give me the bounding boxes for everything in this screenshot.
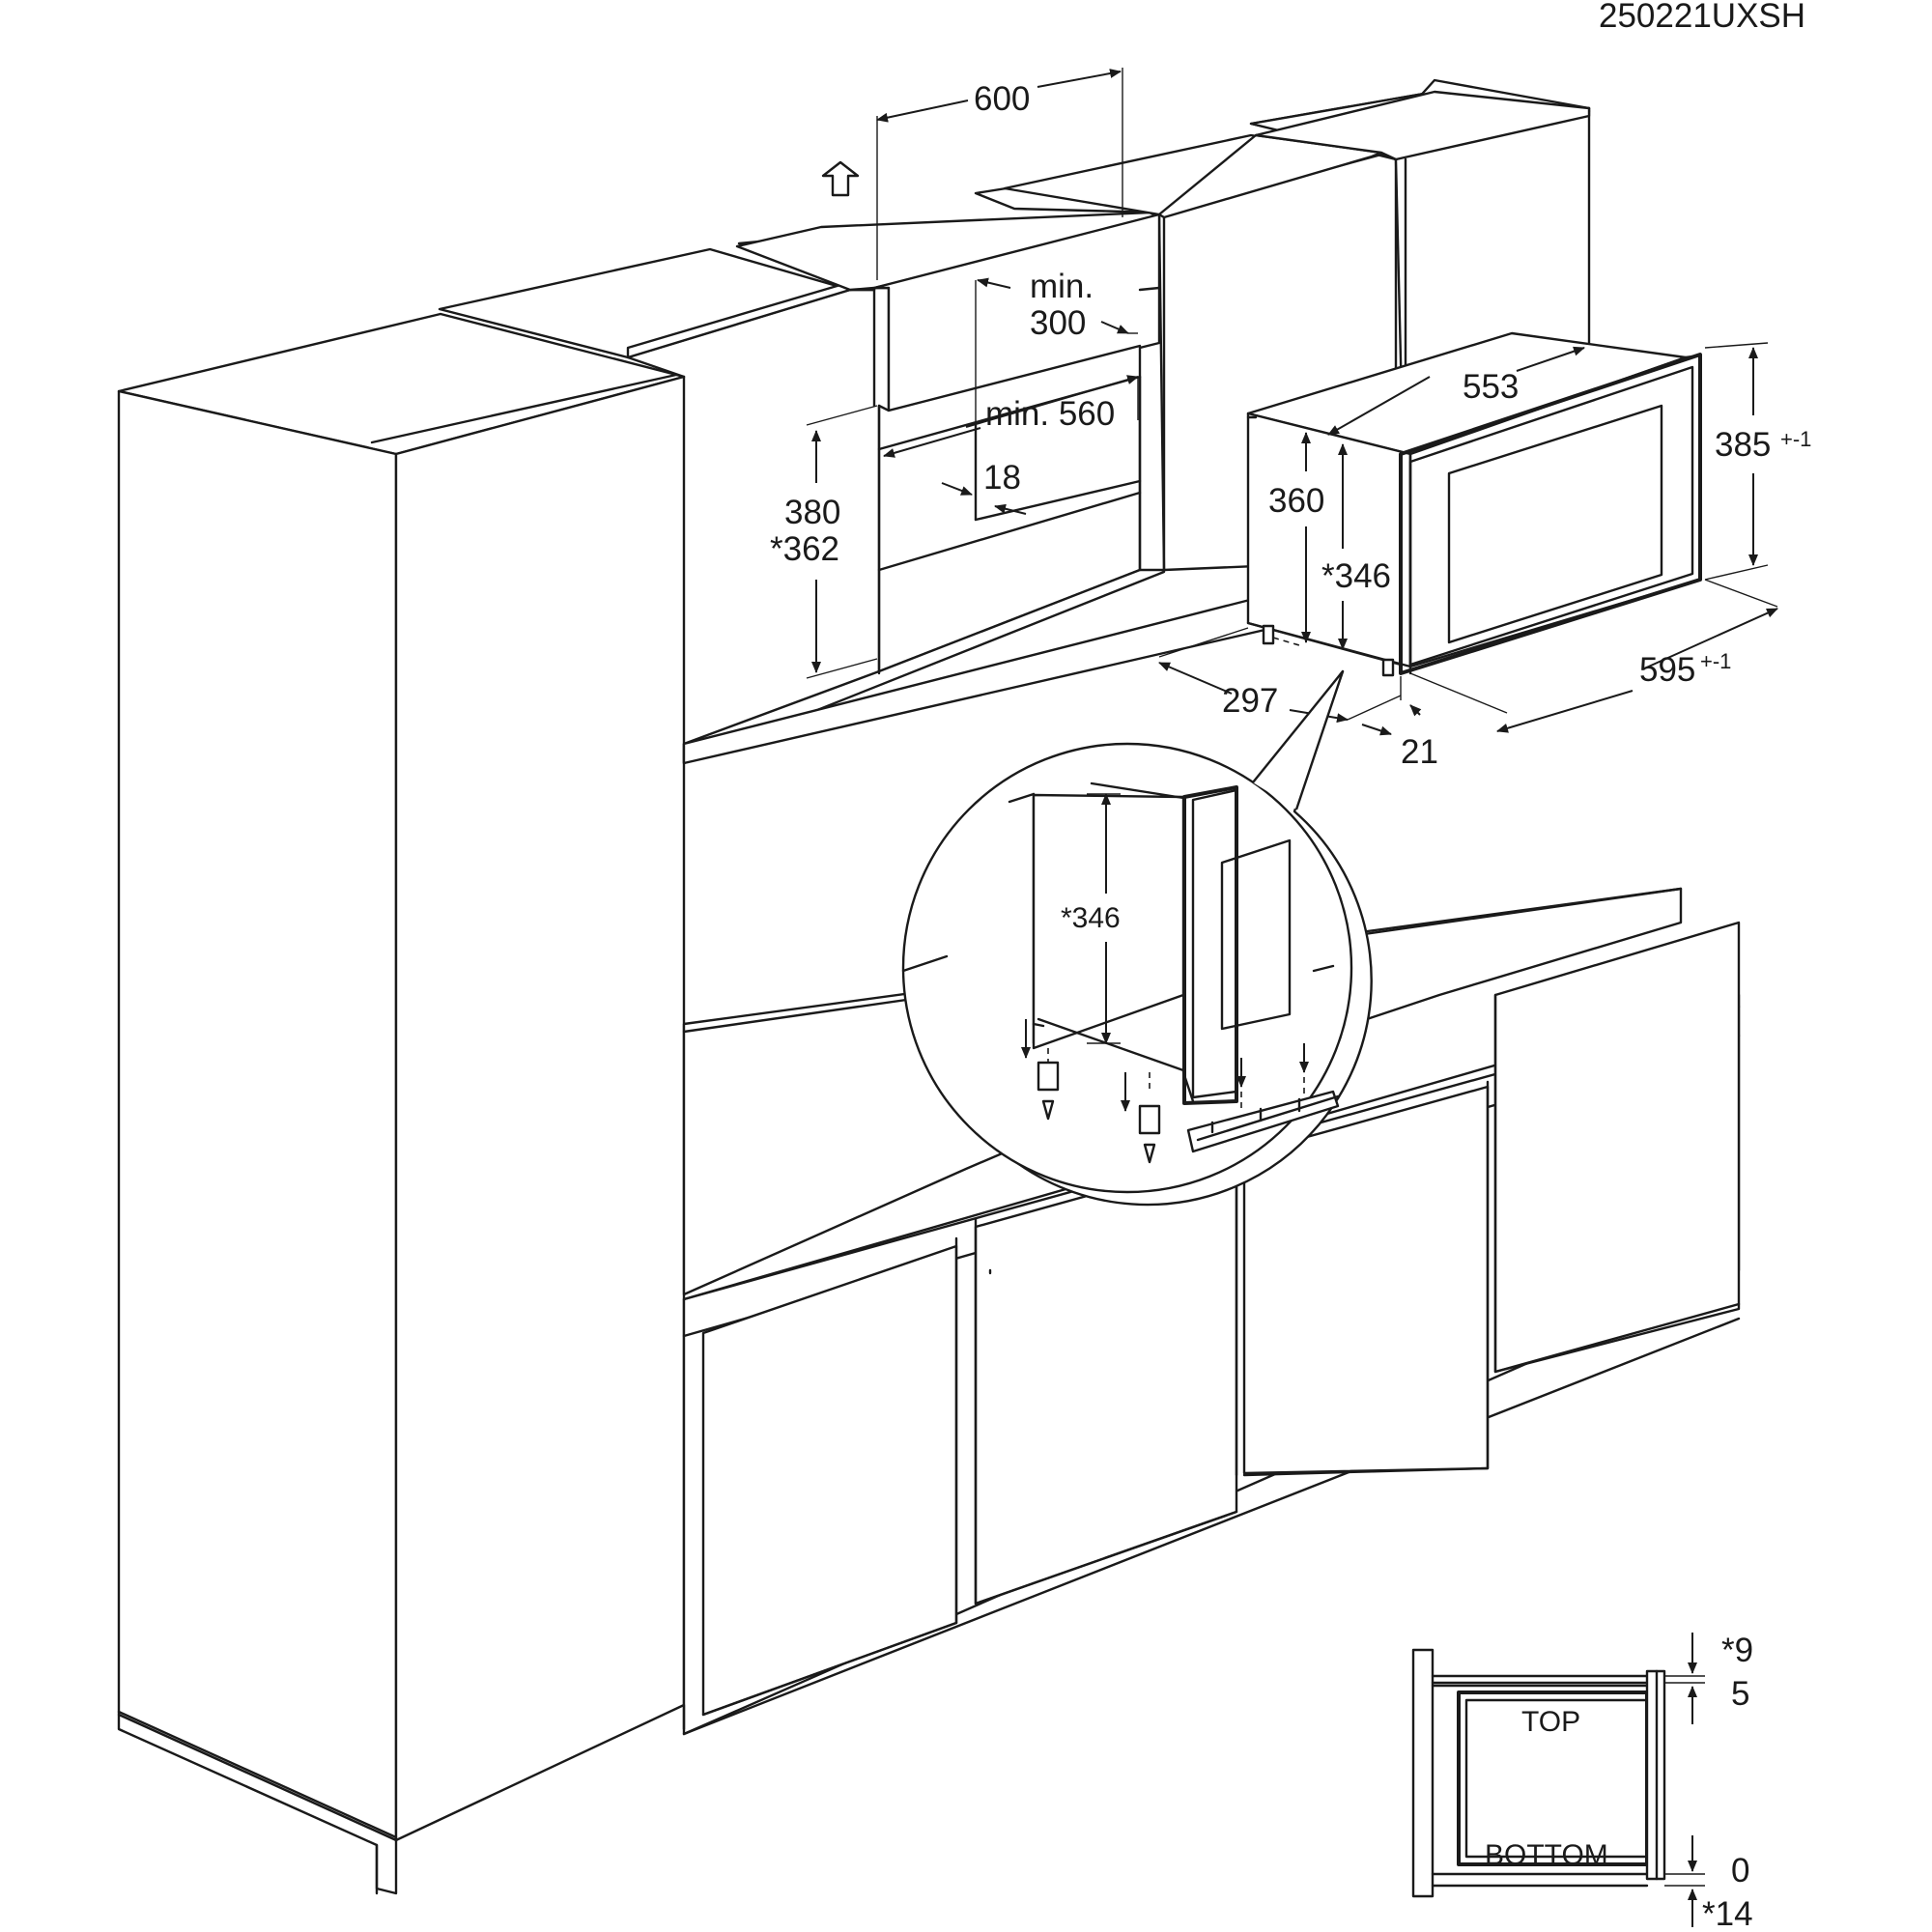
up-arrow-icon	[821, 160, 860, 197]
foot-left	[1262, 624, 1275, 645]
dimension-lines: 600 min. 300 min. 560 18 380 *362 553	[770, 68, 1811, 771]
dim-width-595-tol: +-1	[1700, 649, 1731, 673]
mounting-rail	[1186, 1090, 1340, 1153]
spacer-block-1	[1037, 1061, 1060, 1092]
section-detail: TOP BOTTOM *9 5 0 *14	[1411, 1632, 1753, 1932]
dim-depth-553: 553	[1463, 368, 1519, 406]
foot-right	[1381, 658, 1395, 677]
detail-callout: *346	[901, 669, 1373, 1207]
dim-min-label: min.	[1030, 268, 1094, 305]
section-gap-star14: *14	[1702, 1895, 1753, 1932]
dim-body-346: *346	[1321, 557, 1391, 595]
dim-front-21: 21	[1401, 733, 1438, 771]
spacer-block-2	[1138, 1104, 1161, 1135]
dim-min-560: min. 560	[985, 395, 1115, 433]
dim-side-297: 297	[1222, 682, 1278, 720]
dim-height-385: 385	[1715, 426, 1771, 464]
dim-niche-height: 380	[784, 494, 840, 531]
dim-niche-height-alt: *362	[770, 530, 839, 568]
microwave-appliance	[1246, 331, 1702, 677]
screw-icon-2	[1143, 1143, 1156, 1164]
section-gap-star9: *9	[1721, 1632, 1753, 1669]
detail-dim-346: *346	[1061, 902, 1121, 934]
dim-panel-18: 18	[983, 459, 1021, 497]
dim-width-595: 595	[1639, 651, 1695, 689]
screw-icon-1	[1041, 1099, 1055, 1121]
section-gap-5: 5	[1731, 1675, 1749, 1713]
niche	[682, 213, 1166, 765]
dim-height-385-tol: +-1	[1780, 427, 1811, 451]
tall-cabinet	[117, 312, 686, 1895]
dim-body-360: 360	[1268, 482, 1324, 520]
section-gap-0: 0	[1731, 1852, 1749, 1889]
dim-min-300: 300	[1030, 304, 1086, 342]
section-bottom-label: BOTTOM	[1485, 1839, 1608, 1871]
drawing-code: 250221UXSH	[1599, 0, 1805, 35]
upper-cabinets-right	[1157, 90, 1591, 219]
dim-niche-width: 600	[974, 80, 1030, 118]
section-top-label: TOP	[1521, 1706, 1580, 1738]
